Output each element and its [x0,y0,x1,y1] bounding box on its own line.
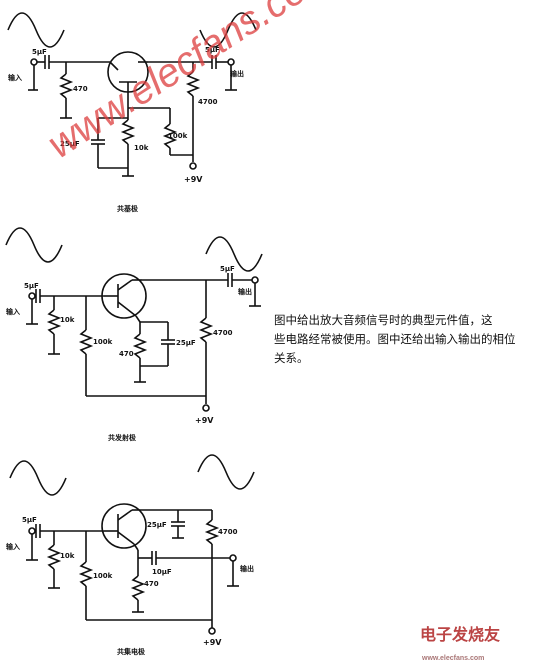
r-b1-label: 100k [93,338,113,346]
input-label: 输入 [6,307,20,316]
r-b2-label: 100k [168,132,188,140]
r-e-label: 470 [119,350,134,358]
input-label: 输入 [6,542,20,551]
supply-terminal[interactable] [189,162,197,170]
c-e-label: 25μF [176,339,196,347]
output-label: 输出 [230,69,244,78]
input-terminal[interactable] [28,527,36,535]
input-terminal[interactable] [28,292,36,300]
c-out-label: 10μF [152,568,172,576]
resistor-4700 [185,71,201,97]
r-b1-label: 100k [93,572,113,580]
r-load-label: 4700 [198,98,218,106]
caption-common-emitter: 共发射极 [108,433,137,442]
c-out-label: 5μF [205,46,220,54]
input-label: 输入 [8,73,22,82]
r-e-label: 470 [144,580,159,588]
supply-label: +9V [203,638,222,647]
resistor-470 [58,73,74,99]
r-in-label: 470 [73,85,88,93]
logo-text: 电子发烧友 [420,625,501,644]
supply-label: +9V [195,416,214,425]
common-base-circuit: 5μF 输入 470 5μF 输出 4700 100k 10k [7,12,257,213]
caption-common-collector: 共集电极 [117,647,146,656]
r-b1-label: 10k [134,144,149,152]
resistor-100k [162,123,178,149]
r-b2-label: 10k [60,552,75,560]
c-in-label: 5μF [32,48,47,56]
output-terminal[interactable] [229,554,237,562]
resistor-10k [120,119,136,145]
output-waveform [199,12,257,48]
resistor-4700 [204,519,220,545]
description-line-2: 些电路经常被使用。图中还给出输入输出的相位 [274,332,516,346]
transistor [101,503,147,549]
c-in-label: 5μF [24,282,39,290]
resistor-10k [46,309,62,335]
output-waveform [205,236,263,272]
c-in-label: 5μF [22,516,37,524]
resistor-10k [46,544,62,570]
resistor-470 [132,333,148,359]
output-terminal[interactable] [251,276,259,284]
input-waveform [5,227,63,263]
r-c-label: 4700 [213,329,233,337]
resistor-100k [78,561,94,587]
description-line-1: 图中给出放大音频信号时的典型元件值，这 [274,313,493,327]
caption-common-base: 共基极 [117,204,139,213]
r-top-label: 4700 [218,528,238,536]
resistor-4700 [198,317,214,343]
input-waveform [9,460,67,496]
input-terminal[interactable] [30,58,38,66]
output-label: 输出 [240,564,254,573]
resistor-100k [78,329,94,355]
r-b2-label: 10k [60,316,75,324]
input-waveform [7,12,65,48]
c-bypass-label: 25μF [147,521,167,529]
supply-label: +9V [184,175,203,184]
c-base-label: 25μF [60,140,80,148]
output-waveform [197,454,255,490]
description-text: 图中给出放大音频信号时的典型元件值，这 些电路经常被使用。图中还给出输入输出的相… [274,311,542,368]
transistor [101,273,147,319]
output-label: 输出 [238,287,252,296]
common-collector-circuit: 5μF 输入 10k 100k 25μF 4700 10μF 输出 [6,454,255,656]
logo-subtext: www.elecfans.com [422,655,485,662]
supply-terminal[interactable] [202,404,210,412]
common-emitter-circuit: 5μF 输入 10k 100k 470 25μF 4700 5μ [5,227,263,442]
supply-terminal[interactable] [208,627,216,635]
c-out-label: 5μF [220,265,235,273]
resistor-470 [130,575,146,601]
site-logo: 电子发烧友 www.elecfans.com [420,621,542,662]
description-line-3: 关系。 [274,351,309,365]
